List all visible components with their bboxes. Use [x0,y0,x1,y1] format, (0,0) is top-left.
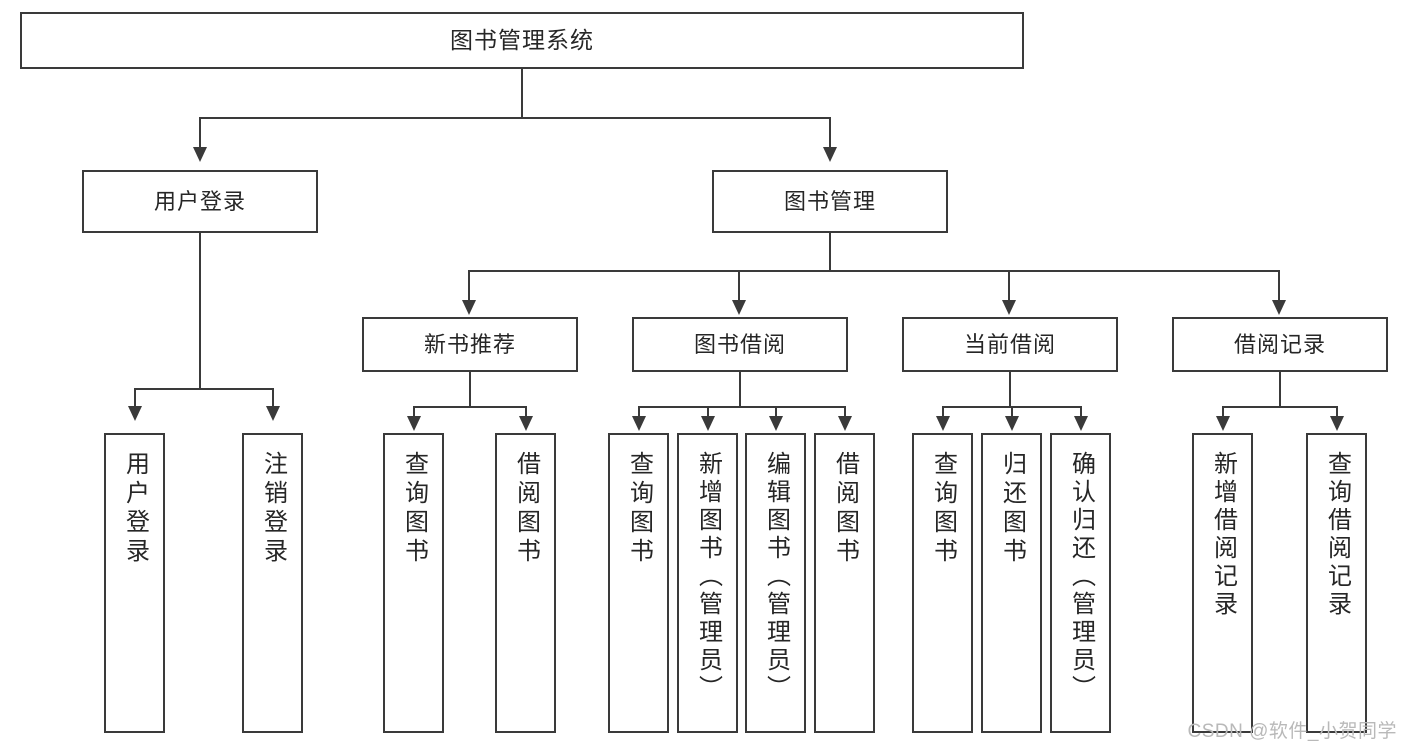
connector-user-login-bus [134,388,273,390]
node-label: 查询图书 [400,451,428,567]
connector-new-book-stem [469,372,471,406]
arrow-head-icon [462,300,476,315]
leaf-add-book-admin[interactable]: 新增图书（管理员） [677,433,738,733]
connector-user-login-branch-1 [134,388,136,406]
node-book-borrow[interactable]: 图书借阅 [632,317,848,372]
node-label: 图书管理系统 [450,26,594,53]
arrow-head-icon [632,416,646,431]
node-label: 图书借阅 [693,331,786,357]
connector-to-book-borrow [738,270,740,300]
connector-borrow-record-branch-1 [1222,406,1224,416]
arrow-head-icon [1330,416,1344,431]
node-label: 查询借阅记录 [1323,451,1351,619]
leaf-user-login[interactable]: 用户登录 [104,433,165,733]
arrow-head-icon [1216,416,1230,431]
node-label: 借阅记录 [1233,331,1326,357]
node-label: 注销登录 [259,451,287,567]
leaf-edit-book-admin[interactable]: 编辑图书（管理员） [745,433,806,733]
node-label: 用户登录 [121,451,149,567]
arrow-head-icon [266,406,280,421]
leaf-query-book-current[interactable]: 查询图书 [912,433,973,733]
node-label: 查询图书 [625,451,653,567]
arrow-head-icon [128,406,142,421]
connector-new-book-branch-1 [413,406,415,416]
connector-user-login-branch-2 [272,388,274,406]
connector-new-book-branch-2 [525,406,527,416]
connector-root-to-book-management [829,117,831,147]
connector-book-borrow-branch-1 [638,406,640,416]
node-borrow-record[interactable]: 借阅记录 [1172,317,1388,372]
node-label: 查询图书 [929,451,957,567]
leaf-query-book-recommend[interactable]: 查询图书 [383,433,444,733]
connector-book-management-bus [468,270,1280,272]
arrow-head-icon [1005,416,1019,431]
connector-book-borrow-branch-3 [775,406,777,416]
connector-root-stem [521,69,523,117]
leaf-borrow-book[interactable]: 借阅图书 [814,433,875,733]
node-label: 归还图书 [998,451,1026,567]
connector-current-borrow-branch-1 [942,406,944,416]
connector-new-book-bus [413,406,526,408]
arrow-head-icon [769,416,783,431]
arrow-head-icon [701,416,715,431]
arrow-head-icon [407,416,421,431]
connector-root-bus [199,117,831,119]
connector-current-borrow-stem [1009,372,1011,406]
connector-book-management-stem [829,233,831,270]
connector-root-to-user-login [199,117,201,147]
node-label: 新增图书（管理员） [694,451,722,703]
arrow-head-icon [1002,300,1016,315]
node-user-login[interactable]: 用户登录 [82,170,318,233]
node-label: 编辑图书（管理员） [762,451,790,703]
connector-book-borrow-bus [638,406,844,408]
connector-borrow-record-branch-2 [1336,406,1338,416]
connector-to-new-book-recommend [468,270,470,300]
connector-to-borrow-record [1278,270,1280,300]
leaf-borrow-book-recommend[interactable]: 借阅图书 [495,433,556,733]
connector-to-current-borrow [1008,270,1010,300]
leaf-return-book[interactable]: 归还图书 [981,433,1042,733]
node-new-book-recommend[interactable]: 新书推荐 [362,317,578,372]
leaf-query-borrow-record[interactable]: 查询借阅记录 [1306,433,1367,733]
node-book-management[interactable]: 图书管理 [712,170,948,233]
node-label: 当前借阅 [963,331,1056,357]
connector-borrow-record-stem [1279,372,1281,406]
node-label: 新书推荐 [423,331,516,357]
node-root-book-management-system[interactable]: 图书管理系统 [20,12,1024,69]
arrow-head-icon [1272,300,1286,315]
arrow-head-icon [732,300,746,315]
node-label: 用户登录 [153,188,246,214]
arrow-head-icon [838,416,852,431]
node-label: 借阅图书 [512,451,540,567]
node-label: 新增借阅记录 [1209,451,1237,619]
connector-current-borrow-branch-2 [1011,406,1013,416]
leaf-add-borrow-record[interactable]: 新增借阅记录 [1192,433,1253,733]
leaf-query-book-borrow[interactable]: 查询图书 [608,433,669,733]
leaf-confirm-return-admin[interactable]: 确认归还（管理员） [1050,433,1111,733]
arrow-head-icon [193,147,207,162]
connector-book-borrow-branch-2 [707,406,709,416]
node-current-borrow[interactable]: 当前借阅 [902,317,1118,372]
connector-current-borrow-branch-3 [1080,406,1082,416]
arrow-head-icon [519,416,533,431]
arrow-head-icon [936,416,950,431]
arrow-head-icon [1074,416,1088,431]
node-label: 借阅图书 [831,451,859,567]
node-label: 确认归还（管理员） [1067,451,1095,703]
csdn-watermark: CSDN @软件_小贺同学 [1187,721,1397,742]
connector-user-login-stem [199,233,201,388]
node-label: 图书管理 [783,188,876,214]
connector-book-borrow-branch-4 [844,406,846,416]
leaf-logout[interactable]: 注销登录 [242,433,303,733]
arrow-head-icon [823,147,837,162]
connector-book-borrow-stem [739,372,741,406]
connector-borrow-record-bus [1222,406,1337,408]
